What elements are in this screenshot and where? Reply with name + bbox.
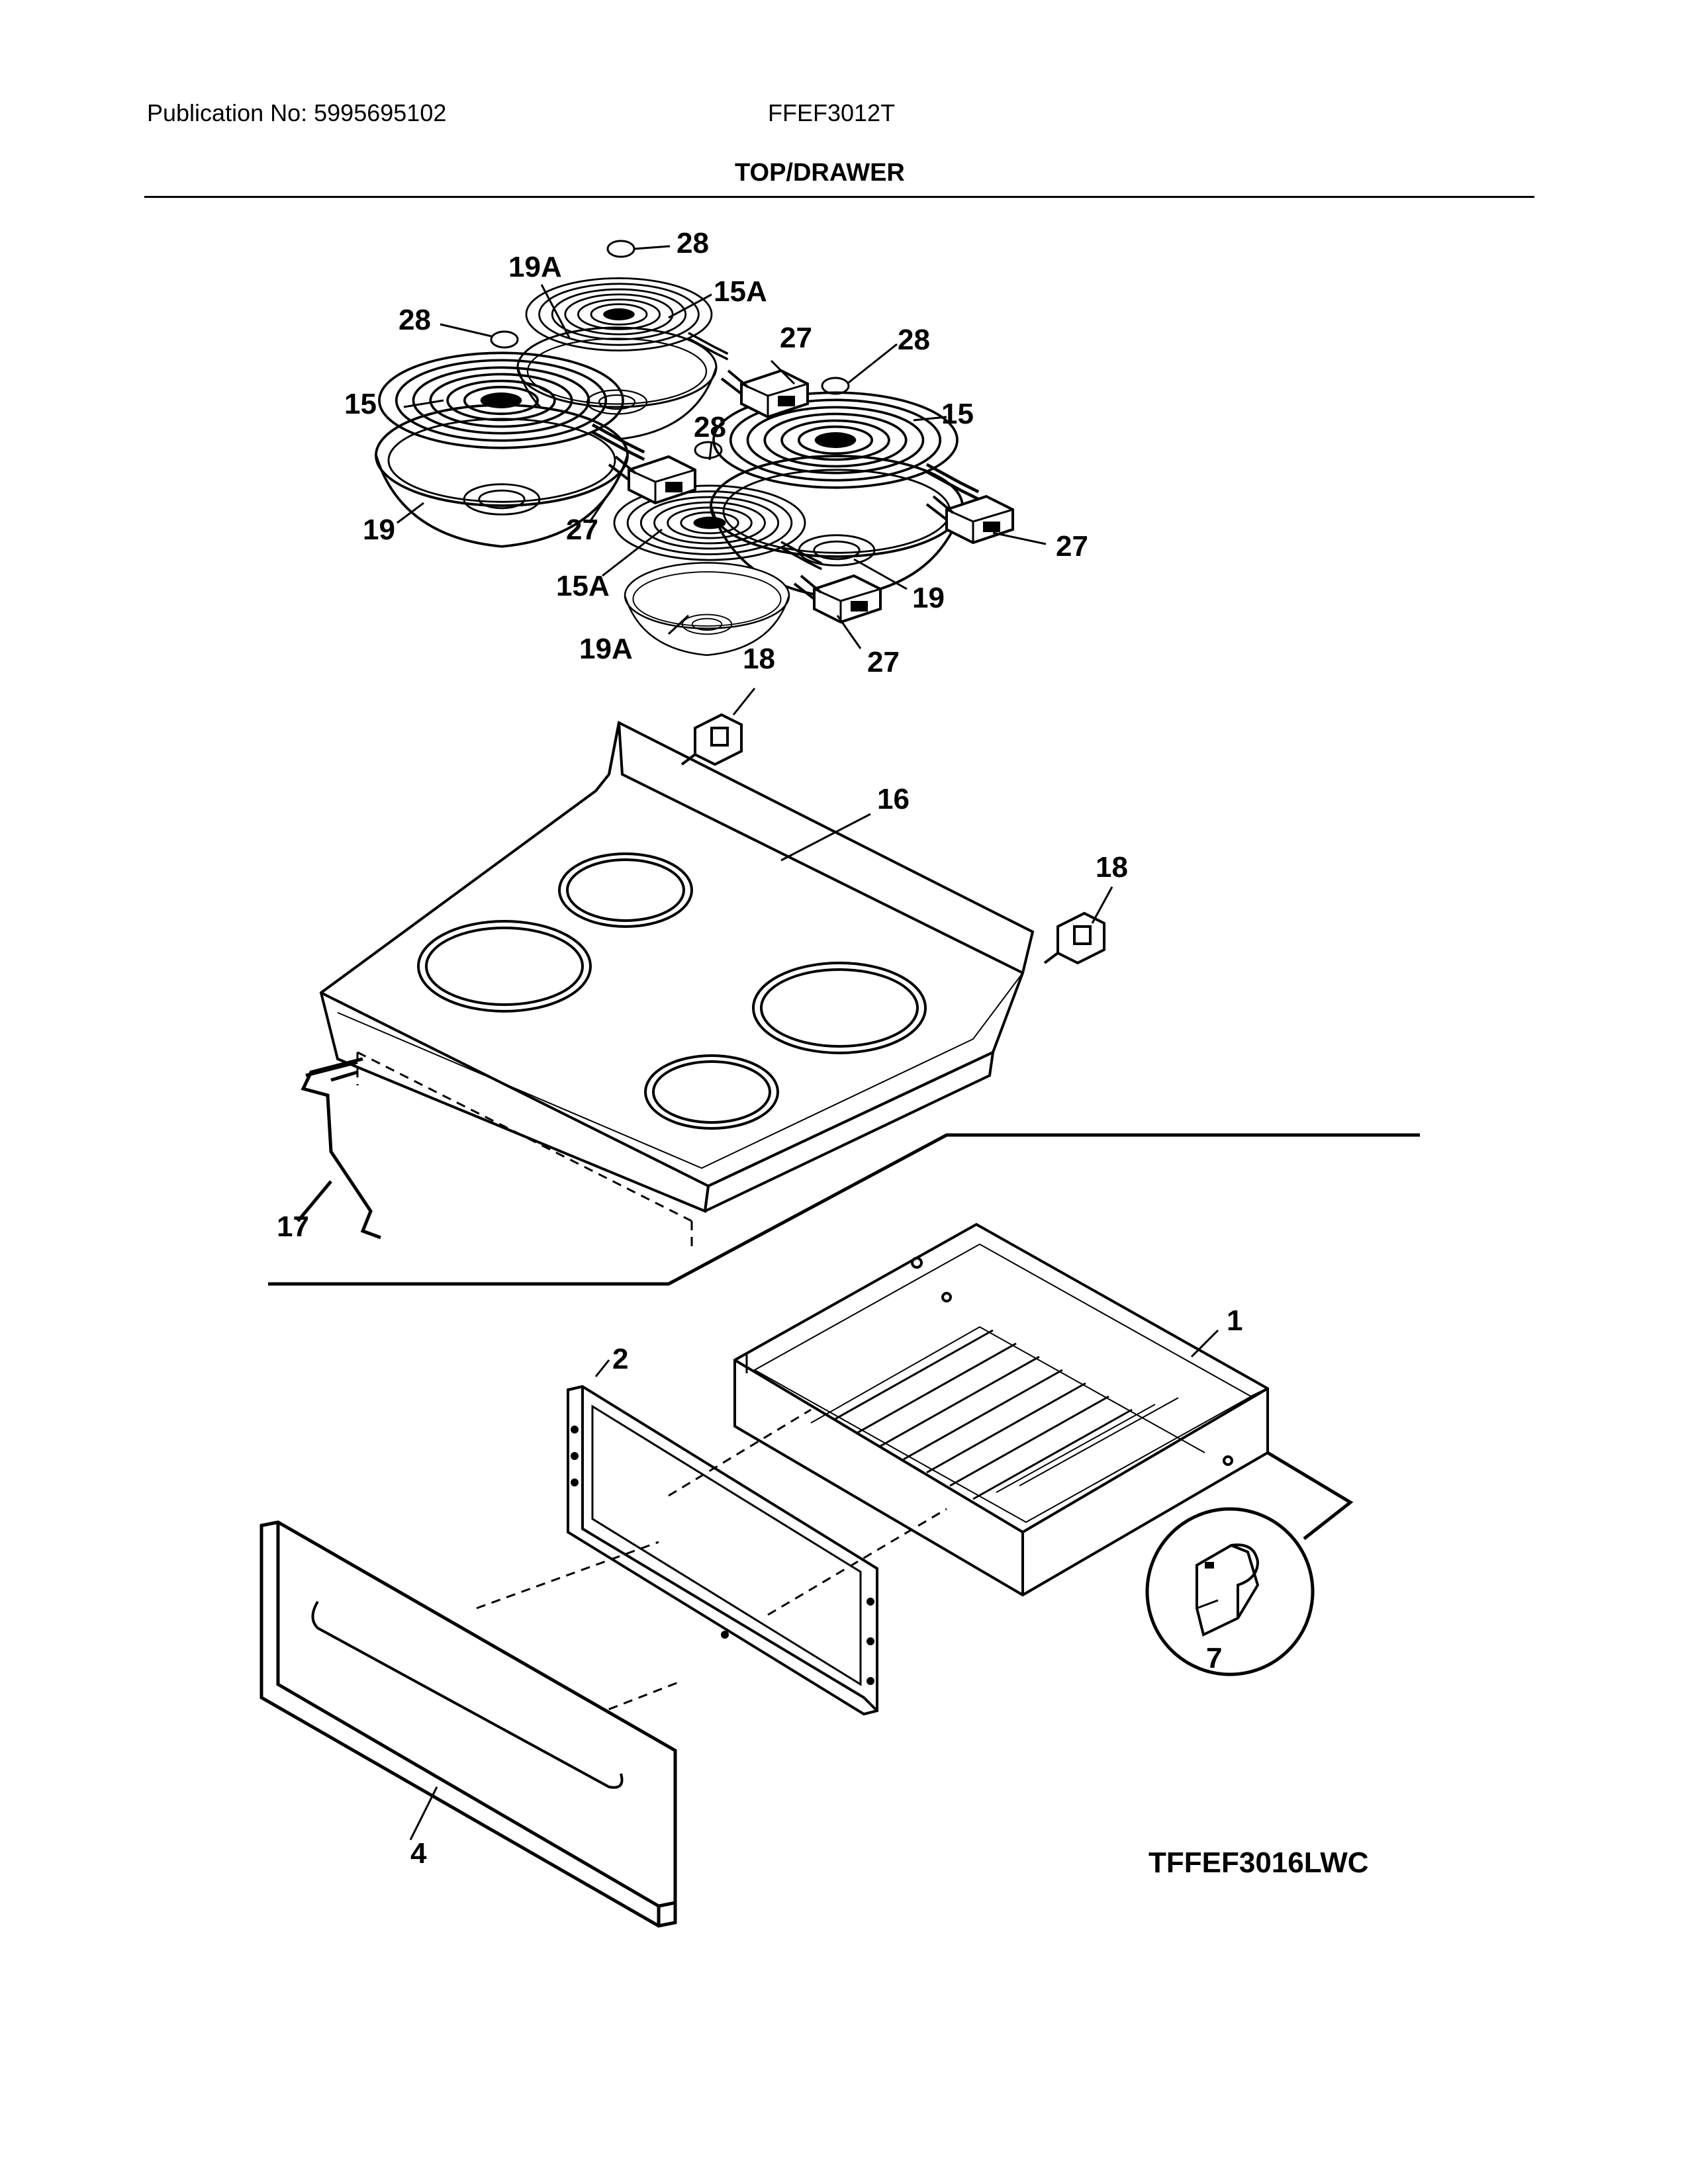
callout-27-topright: 27 [780, 322, 812, 354]
reference-code: TFFEF3016LWC [1149, 1846, 1369, 1879]
callout-27-right: 27 [1056, 530, 1088, 563]
receptacle-27-bottom [793, 574, 882, 623]
drawer-panel-2 [567, 1359, 878, 1716]
callout-7: 7 [1206, 1642, 1222, 1674]
drawer-front-4 [259, 1520, 677, 1928]
callout-28-right: 28 [898, 324, 930, 356]
callout-28-top: 28 [677, 227, 709, 259]
model-number: FFEF3012T [768, 99, 896, 126]
callout-19A-top: 19A [508, 251, 562, 283]
cooktop-16 [319, 721, 1035, 1213]
separator-line [268, 1133, 1420, 1286]
callout-19-left: 19 [363, 514, 395, 546]
callout-15-left: 15 [344, 388, 377, 420]
callout-4: 4 [410, 1837, 427, 1870]
trim-ring-left [490, 330, 519, 349]
surface-elements-group [375, 240, 1047, 657]
header-rule [144, 196, 1534, 198]
drawer-body-1 [733, 1222, 1354, 1597]
drip-bowl-19A-bottom [624, 562, 790, 657]
support-rod-17 [297, 1057, 381, 1240]
callout-19-right: 19 [912, 582, 945, 614]
callout-15A-top: 15A [714, 275, 767, 308]
callout-19A-bottom: 19A [579, 633, 633, 665]
callout-15-right: 15 [941, 398, 974, 430]
publication-number: Publication No: 5995695102 [147, 99, 447, 126]
callout-1: 1 [1227, 1304, 1243, 1337]
callout-18-top: 18 [743, 643, 775, 675]
callout-2: 2 [612, 1343, 628, 1375]
callout-15A-bottom: 15A [556, 570, 610, 602]
callout-17: 17 [277, 1210, 309, 1243]
callout-16: 16 [877, 783, 910, 815]
bracket-18-right [1043, 912, 1105, 964]
detail-bracket-7 [1145, 1507, 1315, 1676]
receptacle-27-left [608, 455, 696, 504]
callout-27-left: 27 [566, 514, 598, 546]
callout-27-bottom: 27 [867, 646, 900, 678]
callout-28-center: 28 [694, 411, 726, 443]
bracket-18-top [680, 713, 743, 766]
trim-ring-top [606, 240, 635, 258]
callout-18-right: 18 [1096, 851, 1128, 884]
callout-28-left: 28 [399, 304, 431, 336]
section-title: TOP/DRAWER [735, 159, 905, 187]
